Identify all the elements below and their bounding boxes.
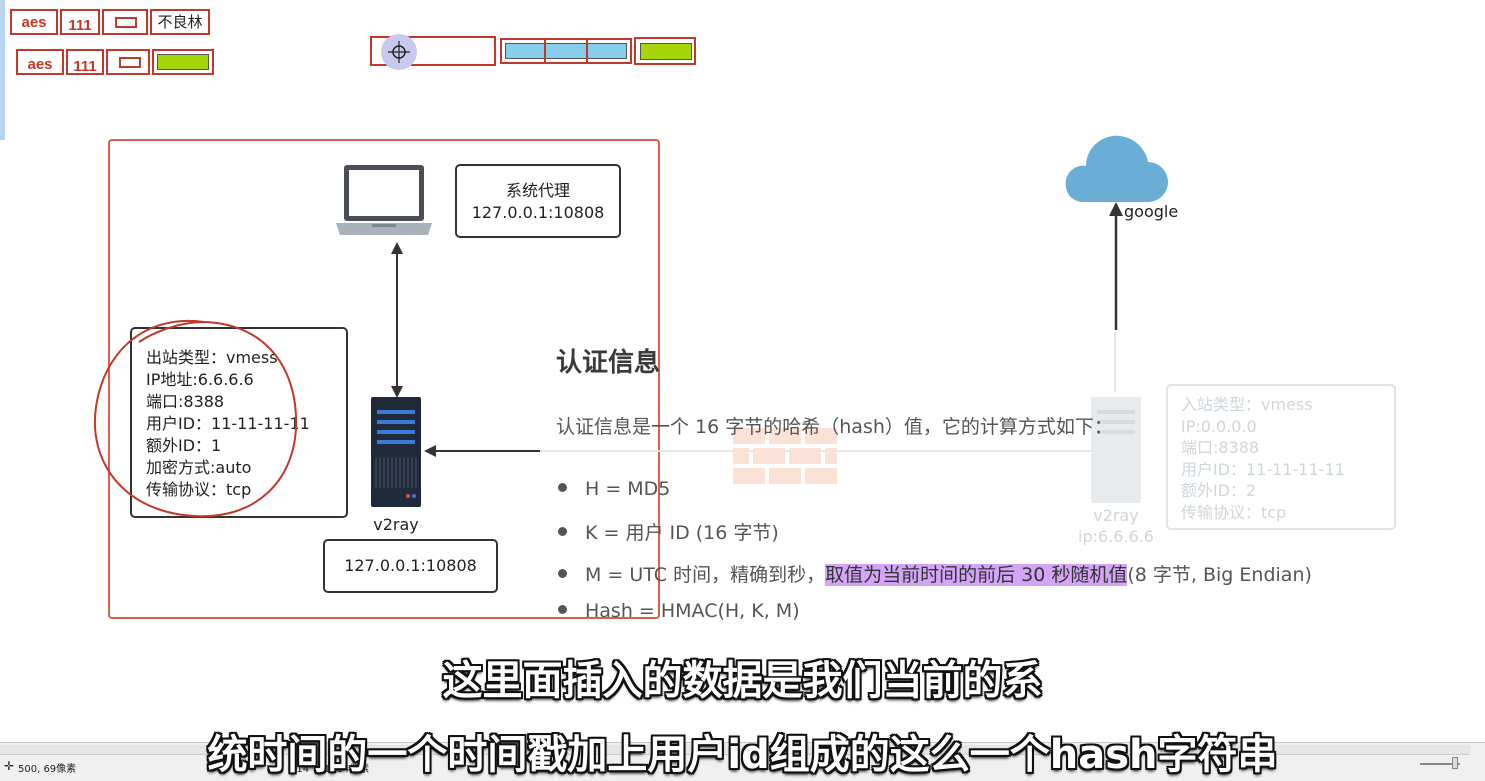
remote-server-name: v2ray <box>1093 506 1139 525</box>
subtitle-line-2: 统时间的一个时间戳加上用户id组成的这么一个hash字符串 <box>207 732 1278 778</box>
client-addr: 127.0.0.1:10808 <box>344 556 477 575</box>
bullet-dot <box>558 483 567 492</box>
inbound-line: 入站类型：vmess <box>1181 395 1313 414</box>
client-container <box>108 139 660 619</box>
auth-info-title: 认证信息 <box>556 348 661 378</box>
remote-to-client-arrow <box>424 445 542 457</box>
outbound-config-box: 出站类型：vmess IP地址:6.6.6.6 端口:8388 用户ID：11-… <box>130 327 348 518</box>
rect-tool-1[interactable] <box>102 9 148 35</box>
bullet-dot <box>558 527 567 536</box>
cloud-icon <box>1065 135 1168 202</box>
system-proxy-title: 系统代理 <box>505 181 570 200</box>
num-label-1[interactable]: 111 <box>60 9 100 35</box>
divider <box>586 38 588 64</box>
auth-info-intro: 认证信息是一个 16 字节的哈希（hash）值，它的计算方式如下： <box>556 416 1113 438</box>
window-edge <box>0 0 5 140</box>
bullet-hash: Hash = HMAC(H, K, M) <box>558 600 800 622</box>
server-to-google-arrow <box>1109 202 1123 330</box>
bullet-dot <box>558 605 567 614</box>
crosshair-icon: ✛ <box>4 759 15 773</box>
outbound-line: 端口:8388 <box>146 392 225 411</box>
bullet-m-post: (8 字节, Big Endian) <box>1127 564 1312 586</box>
inbound-line: 额外ID：2 <box>1181 481 1257 500</box>
rect-icon <box>115 17 137 28</box>
inbound-line: 用户ID：11-11-11-11 <box>1181 459 1345 479</box>
green-swatch <box>157 54 209 70</box>
blue-swatch-box[interactable] <box>500 38 632 64</box>
cursor-coords: 500, 69像素 <box>18 764 77 775</box>
laptop-server-arrow <box>391 242 403 398</box>
bullet-dot <box>558 569 567 578</box>
inbound-line: IP:0.0.0.0 <box>1181 416 1257 436</box>
outbound-line: 传输协议：tcp <box>146 480 252 499</box>
status-bar: ✛ 500, 69像素 914 × 1004像素 <box>0 742 1485 781</box>
client-addr-box: 127.0.0.1:10808 <box>323 539 498 593</box>
inbound-config-box: 入站类型：vmess IP:0.0.0.0 端口:8388 用户ID：11-11… <box>1166 384 1396 530</box>
inbound-line: 传输协议：tcp <box>1181 502 1287 522</box>
green-swatch-box-1[interactable] <box>152 49 214 75</box>
zoom-slider-thumb[interactable] <box>1452 757 1458 769</box>
system-proxy-addr: 127.0.0.1:10808 <box>471 203 605 222</box>
system-proxy-box: 系统代理 127.0.0.1:10808 <box>455 164 621 238</box>
bullet-k-text: K = 用户 ID (16 字节) <box>585 522 779 544</box>
outbound-line: IP地址:6.6.6.6 <box>146 370 254 389</box>
faded-arrow-line <box>1114 332 1116 392</box>
remote-server-icon <box>1091 397 1141 503</box>
client-server-label: v2ray <box>373 515 419 534</box>
subtitle-line-1: 这里面插入的数据是我们当前的系 <box>442 658 1043 704</box>
bullet-m-pre: M = UTC 时间，精确到秒， <box>585 564 826 586</box>
rect-tool-2[interactable] <box>106 49 150 75</box>
green-swatch-box-2[interactable] <box>634 37 696 65</box>
green-swatch <box>640 43 692 60</box>
google-label: google <box>1124 202 1179 221</box>
cursor-highlight <box>381 34 417 70</box>
firewall-icon <box>733 428 837 484</box>
divider <box>544 38 546 64</box>
bullet-m: M = UTC 时间，精确到秒，取值为当前时间的前后 30 秒随机值(8 字节,… <box>558 560 1312 587</box>
name-label[interactable]: 不良林 <box>150 9 210 35</box>
laptop-icon <box>336 165 432 235</box>
outbound-line: 额外ID：1 <box>146 436 222 455</box>
outbound-line: 出站类型：vmess <box>146 348 278 367</box>
blue-swatch <box>505 43 627 59</box>
remote-server-label: v2ray ip:6.6.6.6 <box>1070 505 1162 547</box>
server-icon <box>371 397 421 507</box>
bullet-k: K = 用户 ID (16 字节) <box>558 518 779 545</box>
annotation-circle <box>93 319 298 518</box>
remote-server-ip: ip:6.6.6.6 <box>1078 527 1154 546</box>
rect-icon <box>119 57 141 68</box>
bullet-m-highlight: 取值为当前时间的前后 30 秒随机值 <box>825 564 1128 586</box>
aes-label-2[interactable]: aes <box>16 49 64 75</box>
crosshair-icon <box>388 41 410 63</box>
image-size: 914 × 1004像素 <box>290 764 370 775</box>
bullet-h-text: H = MD5 <box>585 478 671 500</box>
num-label-2[interactable]: 111 <box>66 49 104 75</box>
horizontal-scrollbar[interactable] <box>0 745 1470 755</box>
zoom-slider-track[interactable] <box>1420 763 1460 765</box>
aes-label-1[interactable]: aes <box>10 9 58 35</box>
outbound-line: 加密方式:auto <box>146 458 252 477</box>
bullet-hash-text: Hash = HMAC(H, K, M) <box>585 600 800 622</box>
outbound-line: 用户ID：11-11-11-11 <box>146 414 310 433</box>
bullet-h: H = MD5 <box>558 478 670 500</box>
inbound-line: 端口:8388 <box>1181 438 1260 457</box>
cursor-tool-box[interactable] <box>370 36 496 66</box>
